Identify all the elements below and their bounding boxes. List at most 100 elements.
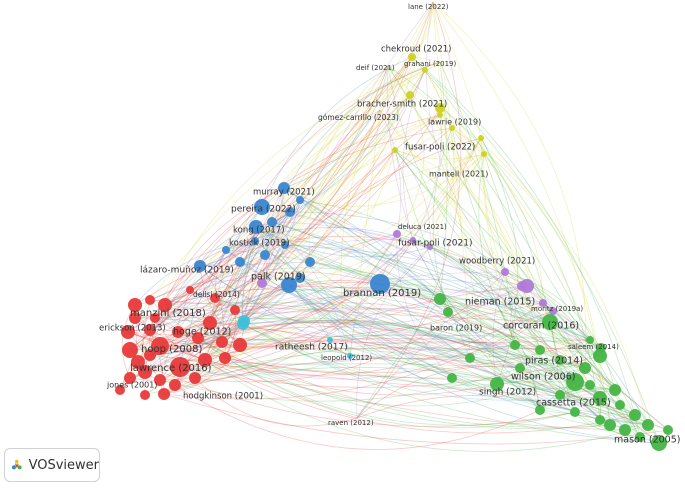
- node-label[interactable]: hoop (2008): [141, 344, 202, 355]
- node-label[interactable]: manzini (2018): [130, 308, 206, 319]
- publication-node[interactable]: [585, 380, 595, 390]
- publication-node[interactable]: [254, 199, 270, 215]
- publication-node[interactable]: [257, 278, 267, 288]
- publication-node[interactable]: [124, 372, 136, 384]
- node-label[interactable]: cassetta (2015): [536, 398, 611, 409]
- publication-node[interactable]: [392, 147, 398, 153]
- publication-node[interactable]: [449, 125, 455, 131]
- publication-node[interactable]: [515, 363, 525, 373]
- publication-node[interactable]: [150, 313, 160, 323]
- publication-node[interactable]: [144, 324, 156, 336]
- publication-node[interactable]: [570, 407, 580, 417]
- publication-node[interactable]: [347, 353, 353, 359]
- publication-node[interactable]: [186, 286, 194, 294]
- publication-node[interactable]: [145, 295, 155, 305]
- publication-node[interactable]: [219, 352, 231, 364]
- publication-node[interactable]: [604, 419, 616, 431]
- publication-node[interactable]: [434, 293, 446, 305]
- publication-node[interactable]: [267, 217, 277, 227]
- publication-node[interactable]: [478, 135, 484, 141]
- node-label[interactable]: leopold (2012): [321, 354, 372, 362]
- node-label[interactable]: kostick (2019): [229, 239, 290, 249]
- node-label[interactable]: hodgkinson (2001): [183, 392, 263, 402]
- publication-node[interactable]: [121, 325, 135, 339]
- node-label[interactable]: palk (2019): [251, 272, 306, 283]
- node-label[interactable]: deif (2021): [356, 64, 395, 72]
- publication-node[interactable]: [408, 53, 416, 61]
- publication-node[interactable]: [609, 384, 621, 396]
- node-label[interactable]: piras (2014): [525, 356, 583, 367]
- publication-node[interactable]: [447, 373, 457, 383]
- node-label[interactable]: raven (2012): [328, 419, 374, 427]
- publication-node[interactable]: [194, 260, 206, 272]
- publication-node[interactable]: [539, 299, 547, 307]
- publication-node[interactable]: [555, 390, 565, 400]
- publication-node[interactable]: [465, 353, 475, 363]
- publication-node[interactable]: [651, 435, 667, 451]
- publication-node[interactable]: [198, 353, 212, 367]
- publication-node[interactable]: [281, 241, 289, 249]
- node-label[interactable]: lane (2022): [408, 3, 449, 11]
- node-label[interactable]: grahani (2019): [404, 60, 456, 68]
- publication-node[interactable]: [535, 405, 545, 415]
- publication-node[interactable]: [615, 400, 625, 410]
- publication-node[interactable]: [129, 312, 141, 324]
- publication-node[interactable]: [192, 332, 204, 344]
- publication-node[interactable]: [158, 298, 172, 312]
- publication-node[interactable]: [189, 372, 201, 384]
- node-label[interactable]: pereira (2022): [231, 205, 296, 215]
- publication-node[interactable]: [238, 315, 250, 327]
- node-label[interactable]: saleem (2014): [568, 343, 619, 351]
- publication-node[interactable]: [235, 257, 245, 267]
- publication-node[interactable]: [410, 237, 416, 243]
- node-label[interactable]: brannan (2019): [343, 288, 421, 299]
- publication-node[interactable]: [296, 196, 304, 204]
- publication-node[interactable]: [593, 391, 607, 405]
- publication-node[interactable]: [635, 432, 645, 442]
- node-label[interactable]: lázaro-muñoz (2019): [140, 266, 234, 276]
- node-label[interactable]: wilson (2006): [511, 372, 575, 383]
- node-label[interactable]: baron (2019): [430, 324, 482, 333]
- publication-node[interactable]: [281, 277, 297, 293]
- publication-node[interactable]: [481, 151, 487, 157]
- node-label[interactable]: deluca (2021): [398, 223, 447, 231]
- publication-node[interactable]: [435, 103, 445, 113]
- publication-node[interactable]: [169, 379, 181, 391]
- publication-node[interactable]: [393, 230, 401, 238]
- node-label[interactable]: bracher-smith (2021): [357, 100, 447, 110]
- node-label[interactable]: nieman (2015): [465, 297, 535, 308]
- node-label[interactable]: murray (2021): [253, 188, 315, 198]
- publication-node[interactable]: [210, 293, 220, 303]
- publication-node[interactable]: [158, 388, 170, 400]
- publication-node[interactable]: [295, 273, 305, 283]
- publication-node[interactable]: [595, 415, 605, 425]
- publication-node[interactable]: [535, 345, 545, 355]
- publication-node[interactable]: [327, 337, 333, 343]
- node-label[interactable]: chekroud (2021): [381, 45, 451, 55]
- node-label[interactable]: mason (2005): [614, 435, 680, 446]
- node-label[interactable]: hoge (2012): [173, 327, 231, 338]
- node-label[interactable]: woodberry (2021): [459, 257, 535, 267]
- publication-node[interactable]: [249, 220, 263, 234]
- node-label[interactable]: singh (2012): [479, 388, 536, 398]
- publication-node[interactable]: [154, 374, 166, 386]
- publication-node[interactable]: [593, 349, 607, 363]
- node-label[interactable]: jones (2001): [106, 381, 157, 390]
- vosviewer-logo[interactable]: VOSviewer: [4, 448, 100, 482]
- node-label[interactable]: ratheesh (2017): [275, 343, 348, 353]
- node-label[interactable]: corcoran (2016): [503, 321, 579, 332]
- publication-node[interactable]: [285, 207, 295, 217]
- publication-node[interactable]: [128, 298, 142, 312]
- publication-node[interactable]: [122, 342, 138, 358]
- node-label[interactable]: lawrie (2019): [428, 118, 481, 127]
- publication-node[interactable]: [619, 424, 631, 436]
- publication-node[interactable]: [427, 244, 433, 250]
- publication-node[interactable]: [555, 355, 565, 365]
- publication-node[interactable]: [278, 182, 290, 194]
- publication-node[interactable]: [305, 257, 315, 267]
- publication-node[interactable]: [642, 419, 654, 431]
- publication-node[interactable]: [566, 373, 584, 391]
- publication-node[interactable]: [203, 316, 217, 330]
- publication-node[interactable]: [586, 336, 594, 344]
